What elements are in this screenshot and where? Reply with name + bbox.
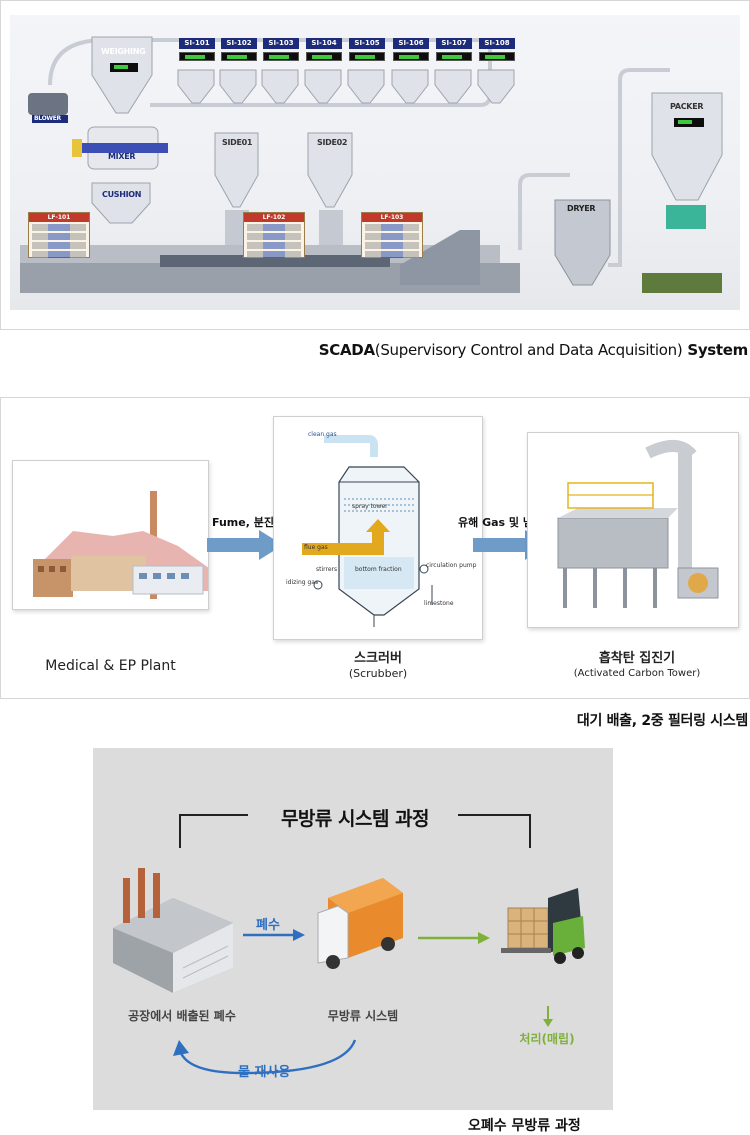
weighing-label: WEIGHING (101, 47, 146, 56)
scada-process-graphic (20, 36, 723, 293)
packer-label: PACKER (670, 102, 704, 111)
air-emission-caption: 대기 배출, 2중 필터링 시스템 (576, 713, 748, 729)
fume-label: Fume, 분진 (212, 516, 274, 529)
lf-102-panel: LF-102 (243, 212, 305, 258)
zero-discharge-system-label: 무방류 시스템 (327, 1009, 399, 1023)
silo-tag: SI-108 (479, 38, 515, 61)
scrubber-limestone: limestone (424, 600, 454, 607)
scrubber-idizing-gas: idizing gas (286, 579, 319, 586)
wastewater-arrow-label: 폐수 (256, 918, 280, 933)
forklift-icon (501, 888, 585, 964)
scrubber-circulation-pump: circulation pump (426, 562, 477, 569)
lf-103-panel: LF-103 (361, 212, 423, 258)
carbon-tower-image (527, 432, 739, 628)
scrubber-bottom-fraction: bottom fraction (355, 566, 402, 573)
silo-tag: SI-107 (436, 38, 472, 61)
factory-illustration (13, 461, 213, 609)
mixer-label: MIXER (108, 152, 136, 161)
fume-arrow (207, 530, 283, 560)
wastewater-caption: 오폐수 무방류 과정 (468, 1118, 581, 1134)
scrubber-stirrers: stirrers (316, 566, 338, 573)
scrubber-flue-gas: flue gas (304, 544, 328, 551)
silo-tag: SI-105 (349, 38, 385, 61)
side02-label: SIDE02 (317, 138, 348, 147)
silo-tag: SI-103 (263, 38, 299, 61)
silo-tag: SI-102 (221, 38, 257, 61)
zero-discharge-title: 무방류 시스템 과정 (280, 808, 430, 830)
scada-caption: SCADA(Supervisory Control and Data Acqui… (318, 341, 749, 359)
plant-image (12, 460, 213, 610)
scrubber-name: 스크러버 (Scrubber) (348, 651, 408, 680)
harmful-gas-label: 유해 Gas 및 냄새 (458, 516, 544, 529)
silo-tag: SI-101 (179, 38, 215, 61)
side01-label: SIDE01 (222, 138, 253, 147)
factory-icon (113, 868, 233, 993)
silo-tag: SI-106 (393, 38, 429, 61)
garbage-truck-icon (317, 878, 403, 969)
scrubber-clean-gas: clean gas (308, 431, 337, 438)
carbon-tower-name: 흡착탄 집진기 (Activated Carbon Tower) (573, 651, 701, 679)
plant-label: Medical & EP Plant (45, 658, 176, 674)
water-reuse-label: 물 재사용 (238, 1065, 291, 1080)
cushion-label: CUSHION (102, 190, 142, 199)
scrubber-spray-tower: spray tower (352, 503, 388, 510)
lf-101-panel: LF-101 (28, 212, 90, 258)
scrubber-diagram (273, 416, 483, 640)
dryer-label: DRYER (567, 204, 596, 213)
zero-discharge-flow (113, 814, 585, 1075)
factory-wastewater-label: 공장에서 배출된 폐수 (128, 1009, 236, 1023)
silo-tag: SI-104 (306, 38, 342, 61)
treatment-landfill-label: 처리(매립) (519, 1032, 575, 1046)
blower-label: BLOWER (34, 115, 61, 122)
